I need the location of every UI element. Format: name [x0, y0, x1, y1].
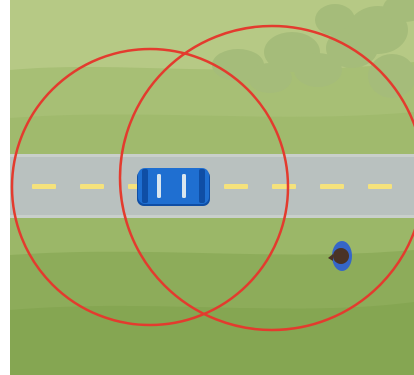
- blue-car-icon[interactable]: [137, 168, 210, 206]
- car-front-window: [182, 174, 186, 198]
- lane-dash: [80, 184, 104, 189]
- grass-lower-band-2: [10, 302, 414, 375]
- lane-dash: [224, 184, 248, 189]
- road-edge-top: [10, 154, 414, 157]
- road-surface: [10, 154, 414, 218]
- road-edge-bottom: [10, 215, 414, 218]
- grass-lower: [10, 218, 414, 375]
- car-bumper-rear: [142, 169, 148, 203]
- car-rear-window: [157, 174, 161, 198]
- car-bumper-front: [199, 169, 205, 203]
- lane-dash: [272, 184, 296, 189]
- lane-dash: [320, 184, 344, 189]
- lane-dash: [32, 184, 56, 189]
- road: [10, 154, 414, 218]
- lane-dash: [368, 184, 392, 189]
- car-roof: [161, 171, 182, 201]
- grass-upper-band-2: [10, 112, 414, 156]
- pedestrian-head: [333, 248, 349, 264]
- bush: [368, 54, 414, 98]
